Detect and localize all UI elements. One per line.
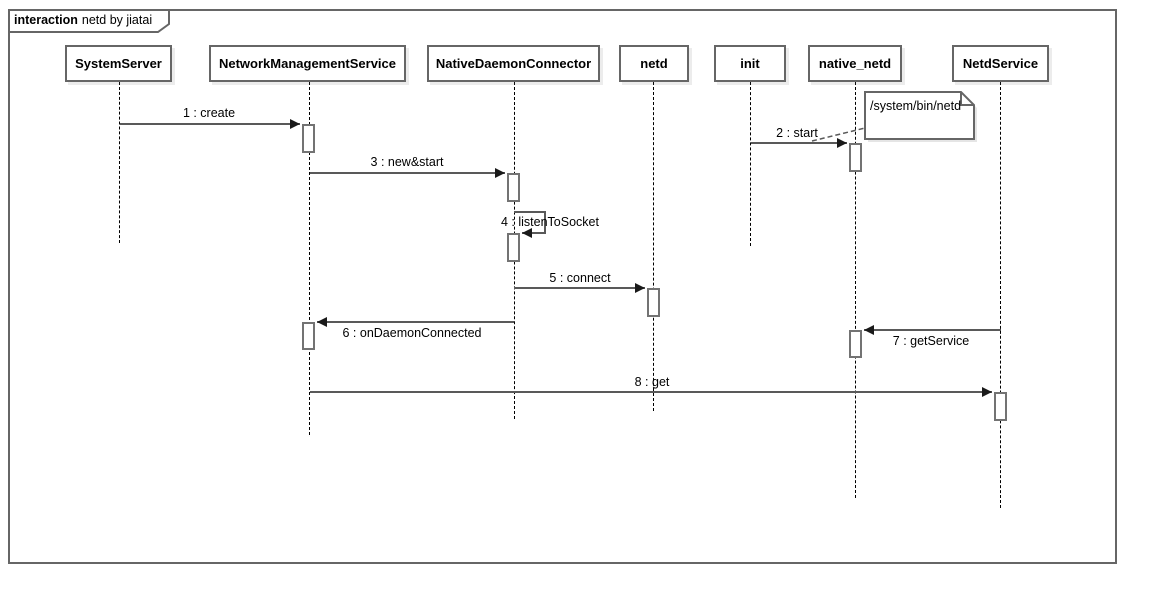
activation-bar xyxy=(302,124,315,153)
lifeline-label: netd xyxy=(640,56,668,71)
activation-bar xyxy=(994,392,1007,421)
message-2-label: 2 : start xyxy=(776,126,818,140)
lifeline-head-netd: netd xyxy=(619,45,689,82)
activation-bar xyxy=(507,233,520,262)
lifeline-netdservice xyxy=(1000,82,1001,508)
lifeline-label: NativeDaemonConnector xyxy=(435,56,592,71)
message-8-label: 8 : get xyxy=(634,375,670,389)
title-name: netd by jiatai xyxy=(81,13,153,27)
lifeline-label: native_netd xyxy=(818,56,892,71)
activation-bar xyxy=(507,173,520,202)
lifeline-head-native-netd: native_netd xyxy=(808,45,902,82)
title-tab-shape xyxy=(8,9,170,33)
message-5-label: 5 : connect xyxy=(549,271,611,285)
title-keyword: interaction xyxy=(14,13,78,27)
lifeline-head-networkmanagementservice: NetworkManagementService xyxy=(209,45,406,82)
activation-bar xyxy=(647,288,660,317)
lifeline-systemserver xyxy=(119,82,120,243)
lifeline-label: NetdService xyxy=(962,56,1039,71)
lifeline-label: NetworkManagementService xyxy=(218,56,396,71)
message-4-label: 4 : listenToSocket xyxy=(501,215,599,229)
message-3-label: 3 : new&start xyxy=(370,155,444,169)
lifeline-head-nativedaemonconnector: NativeDaemonConnector xyxy=(427,45,600,82)
lifeline-head-netdservice: NetdService xyxy=(952,45,1049,82)
lifeline-head-systemserver: SystemServer xyxy=(65,45,172,82)
activation-bar xyxy=(302,322,315,350)
lifeline-init xyxy=(750,82,751,246)
lifeline-label: init xyxy=(740,56,760,71)
activation-bar xyxy=(849,330,862,358)
lifeline-head-init: init xyxy=(714,45,786,82)
lifeline-netd xyxy=(653,82,654,411)
message-6-label: 6 : onDaemonConnected xyxy=(342,326,482,340)
activation-bar xyxy=(849,143,862,172)
message-7-label: 7 : getService xyxy=(892,334,970,348)
lifeline-native-netd xyxy=(855,82,856,498)
message-1-label: 1 : create xyxy=(182,106,236,120)
note-text: /system/bin/netd xyxy=(870,99,962,113)
lifeline-label: SystemServer xyxy=(75,56,162,71)
interaction-frame xyxy=(8,9,1117,564)
lifeline-networkmanagementservice xyxy=(309,82,310,435)
